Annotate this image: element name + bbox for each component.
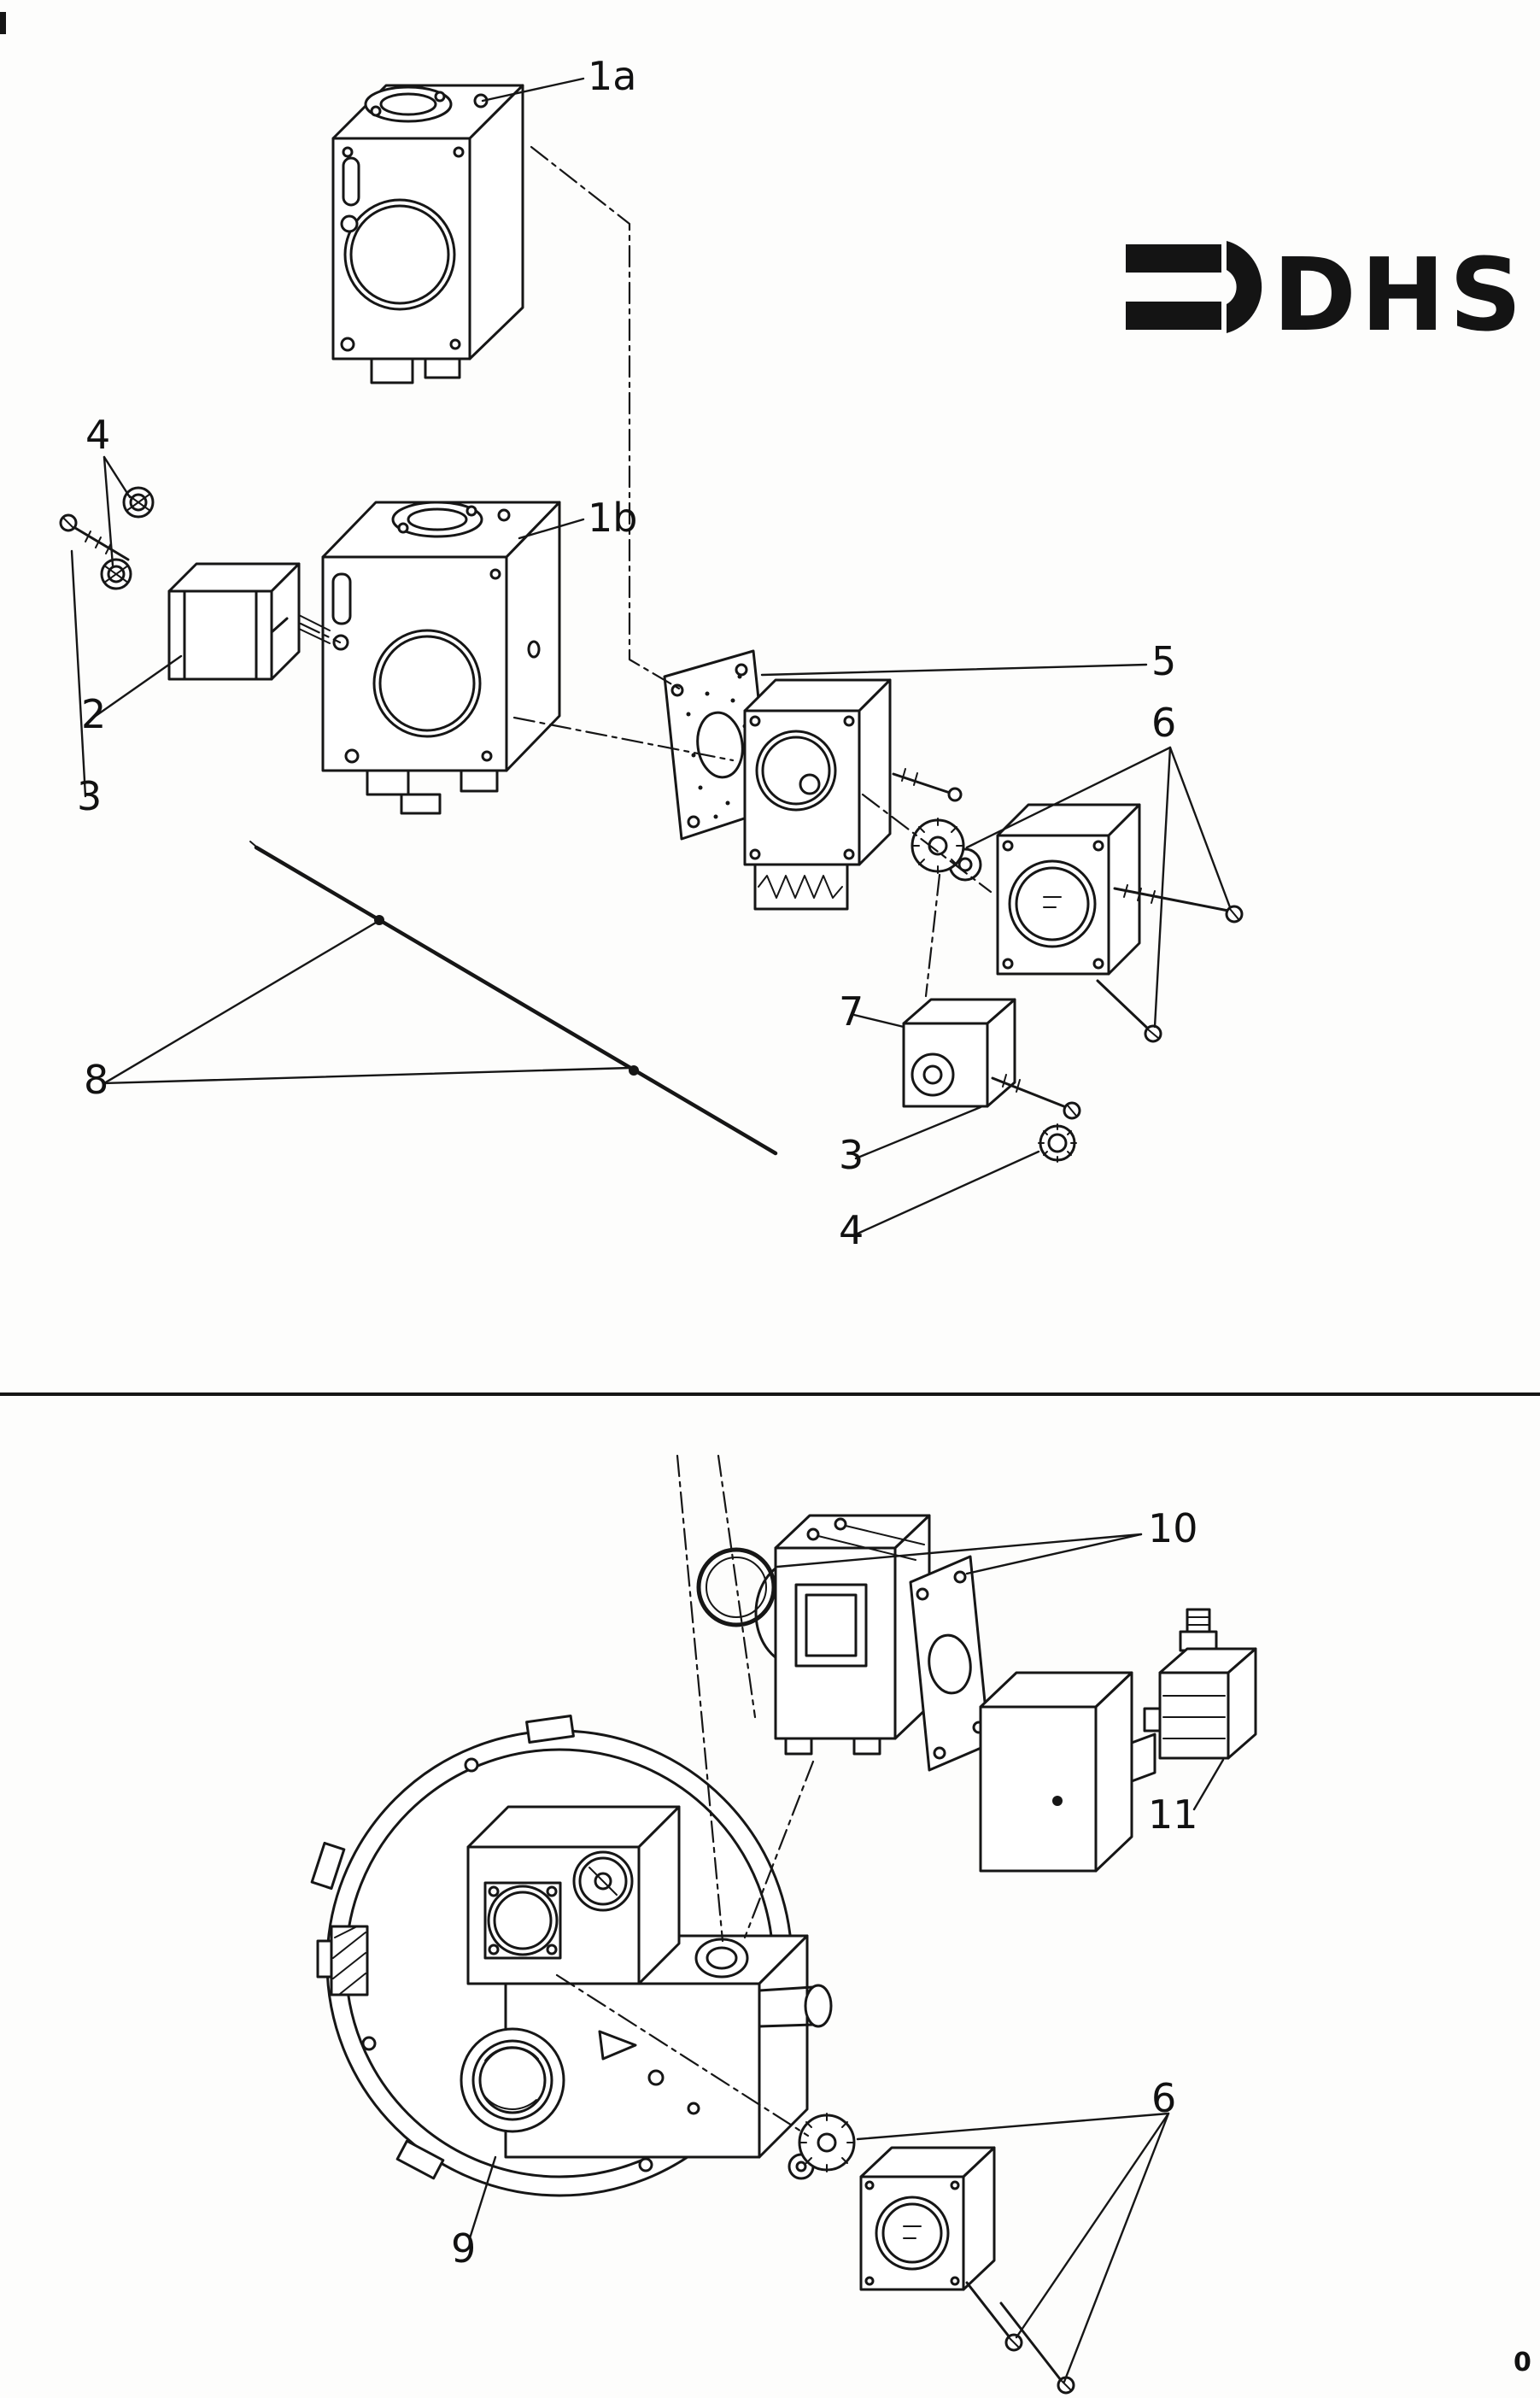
part-sensor-disc (911, 818, 982, 882)
part-nuts-4-left (100, 486, 155, 590)
centerlines-top (299, 145, 993, 998)
callout-3-right: 3 (839, 1132, 864, 1178)
part-sightglass-10 (696, 1514, 991, 1772)
callout-9: 9 (451, 2225, 476, 2272)
callout-2: 2 (81, 691, 106, 737)
callout-3-left: 3 (77, 773, 102, 819)
part-connector-11 (1143, 1608, 1257, 1760)
dhs-logo-text: DHS (1273, 236, 1526, 354)
part-valve-insert (743, 678, 963, 911)
scan-mark (0, 12, 6, 34)
centerlines-bottom (555, 1454, 815, 2137)
part-solenoid-7 (902, 998, 1081, 1120)
part-coil-2 (167, 562, 331, 681)
callout-4-right: 4 (839, 1207, 864, 1253)
part-valve-body-1a (331, 84, 524, 384)
callout-1b: 1b (588, 495, 637, 541)
leader-lines (70, 77, 1232, 2383)
callout-10: 10 (1148, 1505, 1198, 1551)
callout-4-left: 4 (85, 412, 110, 458)
dhs-logo-mark (1126, 241, 1262, 333)
part-control-box (979, 1671, 1156, 1873)
part-valve-body-1b (321, 501, 561, 815)
callout-11: 11 (1148, 1791, 1198, 1838)
part-nut-4-right (1038, 1123, 1077, 1163)
callout-6-top: 6 (1151, 700, 1176, 746)
part-pressure-switch-6-top (996, 803, 1244, 1043)
page-number: 0 (1514, 2348, 1531, 2377)
callout-8: 8 (84, 1057, 108, 1103)
part-rod-8 (249, 841, 778, 1156)
callout-7: 7 (839, 988, 864, 1035)
callout-5: 5 (1151, 638, 1176, 684)
part-gas-valve-9 (460, 1805, 833, 2159)
callout-6-bottom: 6 (1151, 2075, 1176, 2121)
part-pressure-switch-6-bottom (788, 2113, 1075, 2395)
dhs-logo: DHS (1126, 236, 1526, 354)
part-screw-3-left (59, 513, 130, 561)
callout-1a: 1a (588, 53, 636, 99)
